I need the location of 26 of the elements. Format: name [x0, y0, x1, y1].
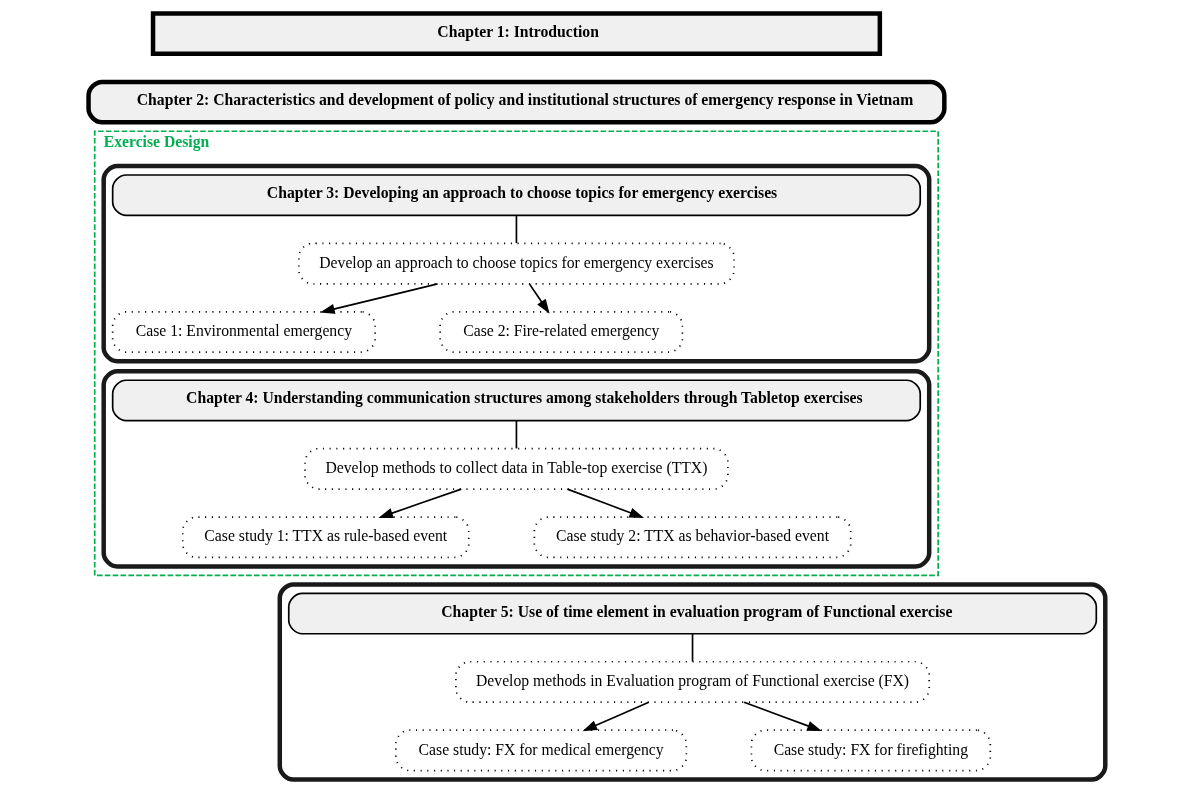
cluster [277, 581, 1108, 782]
connector [515, 214, 517, 244]
node-box: Chapter 2: Characteristics and development of policy and institutional structures of emergency response in Vietnam [85, 79, 947, 125]
node-box: Case study 2: TTX as behavior-based event [533, 515, 851, 558]
cluster [100, 368, 931, 569]
node-box: Chapter 3: Developing an approach to choose topics for emergency exercises [111, 173, 921, 216]
node-box: Case 1: Environmental emergency [111, 310, 376, 353]
node-box: Case study: FX for firefighting [750, 728, 991, 771]
arrow [319, 282, 438, 314]
connector [515, 419, 517, 449]
node-box: Develop methods to collect data in Table-top exercise (TTX) [303, 447, 729, 490]
node-box: Chapter 5: Use of time element in evaluation program of Functional exercise [287, 592, 1097, 635]
arrow [742, 700, 822, 731]
cluster [100, 163, 931, 363]
node-box: Case study: FX for medical emergency [394, 728, 687, 771]
node-box: Case 2: Fire-related emergency [438, 310, 683, 353]
arrow [582, 700, 650, 731]
connector [691, 632, 693, 662]
arrow [528, 282, 550, 314]
node-box: Chapter 1: Introduction [150, 10, 882, 56]
node-box: Develop an approach to choose topics for emergency exercises [297, 242, 735, 285]
node-box: Develop methods in Evaluation program of Functional exercise (FX) [454, 660, 930, 703]
node-box: Chapter 4: Understanding communication structures among stakeholders through Tabletop exercises [111, 378, 921, 421]
arrow [377, 487, 462, 518]
node-box: Case study 1: TTX as rule-based event [181, 515, 470, 558]
arrow [566, 487, 644, 518]
